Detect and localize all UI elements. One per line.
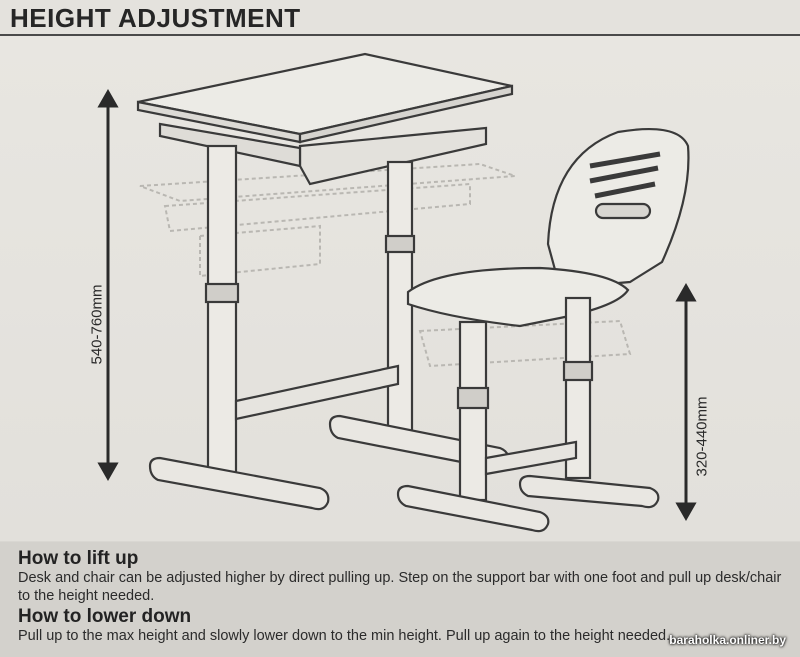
lower-text: Pull up to the max height and slowly low…: [18, 628, 671, 644]
lift-heading: How to lift up: [18, 548, 139, 569]
lift-text: Desk and chair can be adjusted higher by…: [18, 570, 782, 604]
desk: [136, 52, 514, 511]
instructions-panel: How to lift up Desk and chair can be adj…: [0, 542, 800, 657]
chair: [396, 127, 690, 533]
chair-dimension-arrow: [675, 282, 697, 522]
desk-foot-left: [148, 456, 330, 511]
chair-height-range-label: 320-440mm: [693, 396, 711, 477]
page-title: HEIGHT ADJUSTMENT: [10, 3, 301, 33]
desk-height-range-label: 540-760mm: [88, 284, 106, 365]
desk-chair-illustration: [97, 52, 697, 533]
chair-foot-left: [396, 484, 550, 533]
chair-foot-right: [518, 474, 660, 509]
chair-seat: [406, 266, 630, 328]
lower-heading: How to lower down: [18, 606, 192, 627]
section-header: HEIGHT ADJUSTMENT: [0, 0, 800, 36]
desk-dimension-arrow: [97, 88, 119, 482]
illustration-area: 540-760mm 320-440mm: [0, 36, 800, 541]
watermark: baraholka.onliner.by: [669, 633, 786, 647]
